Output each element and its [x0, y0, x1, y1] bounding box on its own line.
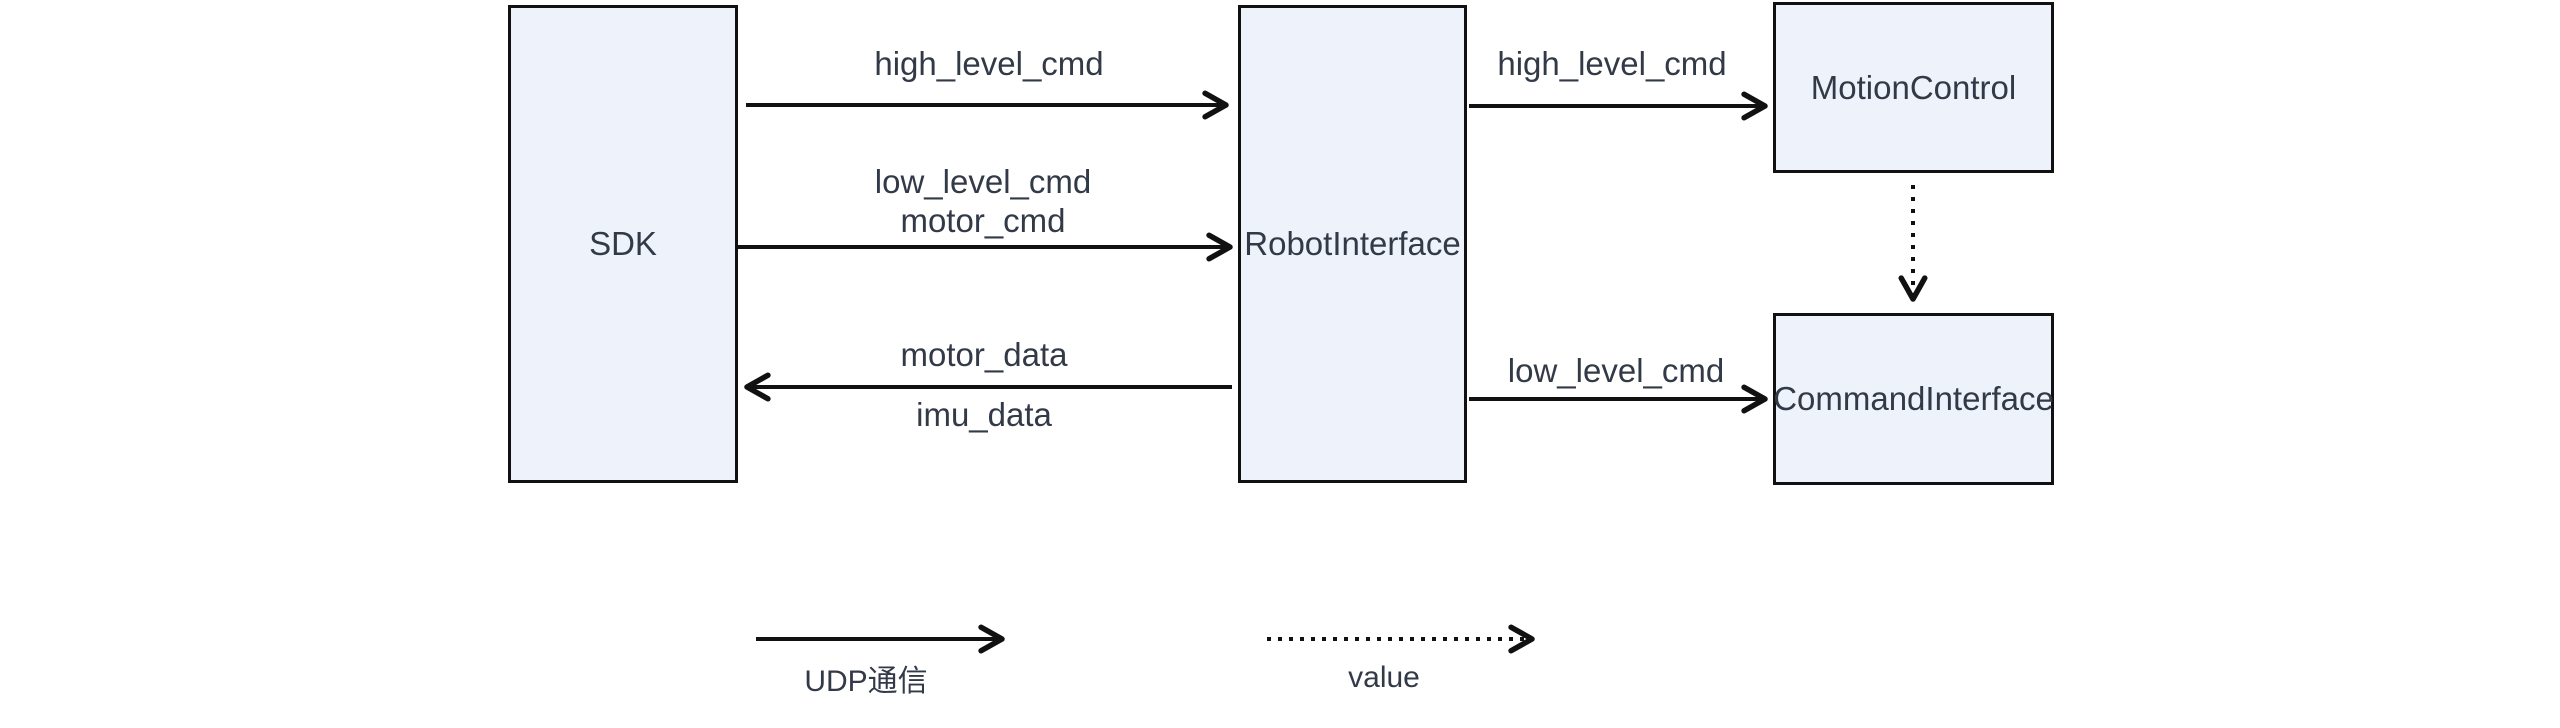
node-robotinterface: RobotInterface — [1238, 5, 1467, 483]
edge-label-low-level-cmd-left: low_level_cmd — [874, 163, 1092, 201]
node-commandinterface: CommandInterface — [1773, 313, 2054, 485]
node-motioncontrol-label: MotionControl — [1810, 68, 2017, 106]
node-sdk: SDK — [508, 5, 738, 483]
node-commandinterface-label: CommandInterface — [1773, 380, 2054, 418]
legend-value-label: value — [1348, 661, 1420, 694]
node-motioncontrol: MotionControl — [1773, 2, 2054, 173]
node-sdk-label: SDK — [589, 225, 657, 263]
legend-udp-label: UDP通信 — [804, 665, 928, 698]
node-robotinterface-label: RobotInterface — [1244, 225, 1461, 263]
edge-label-imu-data: imu_data — [916, 396, 1052, 434]
edge-label-motor-data: motor_data — [900, 336, 1068, 374]
edge-label-high-level-cmd-left: high_level_cmd — [874, 45, 1104, 83]
edge-label-motor-cmd: motor_cmd — [900, 202, 1066, 240]
edge-label-low-level-cmd-right: low_level_cmd — [1507, 352, 1725, 390]
edge-label-high-level-cmd-right: high_level_cmd — [1497, 45, 1727, 83]
